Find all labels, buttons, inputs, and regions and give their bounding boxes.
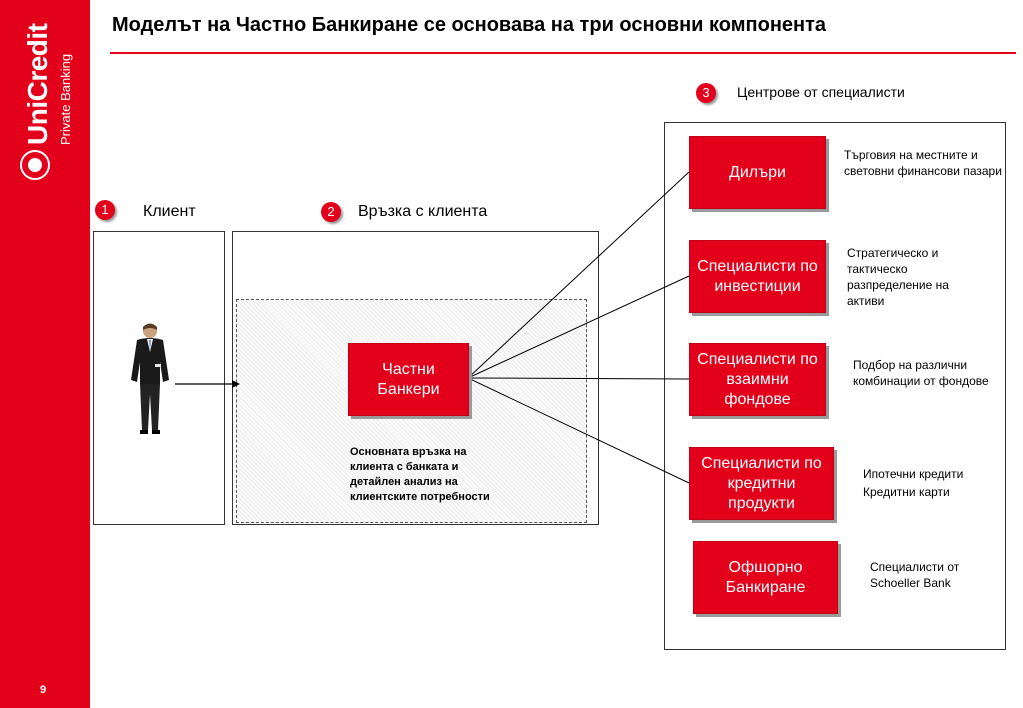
brand-subtitle: Private Banking bbox=[58, 53, 73, 145]
page-number: 9 bbox=[40, 684, 47, 696]
credit-specialists-label: Специалисти по кредитни продукти bbox=[701, 454, 822, 512]
relationship-note: Основната връзка на клиента с банката и … bbox=[350, 446, 490, 503]
unicredit-logo-icon bbox=[20, 150, 50, 180]
brand-sidebar: UniCredit Private Banking 9 bbox=[0, 0, 90, 708]
badge-relationship: 2 bbox=[321, 202, 341, 222]
title-divider bbox=[110, 52, 1016, 54]
business-man-figure-icon bbox=[131, 323, 169, 434]
badge-specialists: 3 bbox=[696, 83, 716, 103]
client-label: Клиент bbox=[143, 203, 196, 220]
badge-client: 1 bbox=[95, 200, 115, 220]
credit-description-line-2: Кредитни карти bbox=[863, 485, 950, 499]
credit-specialists-box: Специалисти по кредитни продукти bbox=[689, 447, 834, 520]
dealers-description: Търговия на местните и световни финансов… bbox=[844, 148, 1002, 178]
specialists-label: Центрове от специалисти bbox=[737, 84, 905, 100]
private-bankers-label: Частни Банкери bbox=[377, 360, 440, 398]
page-title: Моделът на Частно Банкиране се основава … bbox=[112, 14, 827, 36]
dealers-box: Дилъри bbox=[689, 136, 826, 209]
relationship-label: Връзка с клиента bbox=[358, 203, 488, 220]
investment-specialists-description: Стратегическо и тактическо разпределение… bbox=[847, 246, 949, 308]
offshore-banking-box: Офшорно Банкиране bbox=[693, 541, 838, 614]
fund-specialists-label: Специалисти по взаимни фондове bbox=[697, 350, 818, 408]
credit-description-line-1: Ипотечни кредити bbox=[863, 467, 964, 481]
fund-specialists-description: Подбор на различни комбинации от фондове bbox=[853, 358, 989, 388]
private-bankers-box: Частни Банкери bbox=[348, 343, 469, 416]
fund-specialists-box: Специалисти по взаимни фондове bbox=[689, 343, 826, 416]
offshore-banking-label: Офшорно Банкиране bbox=[725, 558, 806, 596]
offshore-banking-description: Специалисти от Schoeller Bank bbox=[870, 560, 960, 590]
credit-specialists-description: Ипотечни кредити Кредитни карти bbox=[863, 465, 963, 501]
investment-specialists-label: Специалисти по инвестиции bbox=[697, 257, 818, 295]
brand-name: UniCredit bbox=[22, 23, 53, 146]
investment-specialists-box: Специалисти по инвестиции bbox=[689, 240, 826, 313]
dealers-label: Дилъри bbox=[729, 163, 786, 181]
